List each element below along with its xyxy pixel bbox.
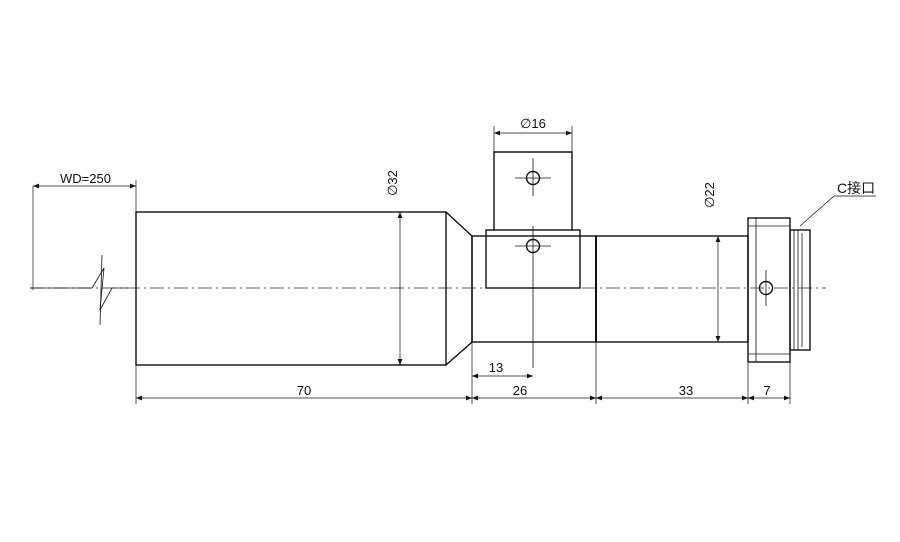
- length-dimensions: 70 26 13 33 7: [135, 342, 791, 404]
- mount-thread: [789, 229, 811, 351]
- len-33-label: 33: [679, 383, 693, 398]
- dia-32-label: ∅32: [385, 170, 400, 196]
- len-7-label: 7: [763, 383, 770, 398]
- rear-barrel: [595, 235, 749, 343]
- dia-16-dimension: ∅16: [493, 116, 573, 152]
- dia-22-dimension: ∅22: [702, 182, 721, 342]
- light-port-top: [493, 151, 573, 230]
- mount-leader: C接口: [799, 180, 876, 227]
- mount-hole: [758, 270, 774, 306]
- len-26-label: 26: [513, 383, 527, 398]
- mount-flange: [747, 217, 791, 363]
- barrel-taper: [445, 211, 473, 366]
- front-barrel: [135, 211, 447, 366]
- lower-hole: [515, 226, 551, 368]
- len-70-label: 70: [297, 383, 311, 398]
- wd-label: WD=250: [60, 171, 111, 186]
- dia-32-dimension: ∅32: [385, 170, 403, 365]
- wd-break-line: [30, 254, 128, 326]
- upper-hole: [515, 158, 551, 196]
- len-13-label: 13: [489, 360, 503, 375]
- dia-22-label: ∅22: [702, 182, 717, 208]
- dia-16-label: ∅16: [520, 116, 546, 131]
- mount-label: C接口: [837, 180, 875, 196]
- wd-dimension: WD=250: [32, 171, 137, 290]
